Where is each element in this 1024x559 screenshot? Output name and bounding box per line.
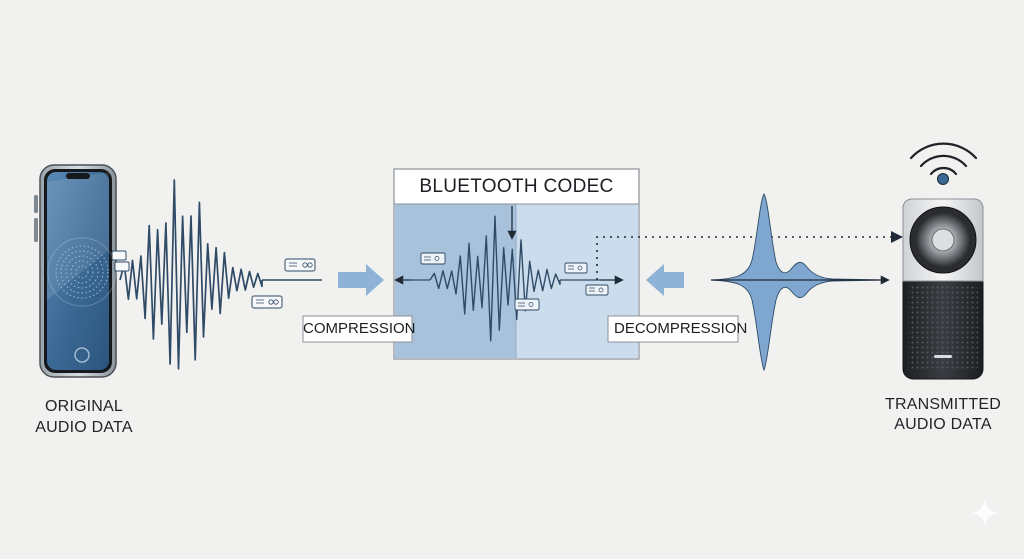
transmitted-waveform xyxy=(710,193,890,372)
compression-label: COMPRESSION xyxy=(303,320,416,337)
speaker-icon xyxy=(902,198,984,380)
wifi-signal-icon xyxy=(909,142,978,176)
data-packet-icon xyxy=(420,252,609,311)
original-audio-label-line1: ORIGINAL xyxy=(44,398,124,415)
decompression-label: DECOMPRESSION xyxy=(614,320,748,337)
codec-waveform xyxy=(429,215,561,342)
transmitted-audio-label-line2: AUDIO DATA xyxy=(894,416,992,433)
input-arrow xyxy=(338,264,384,296)
feedback-arrow xyxy=(646,264,684,296)
codec-title: BLUETOOTH CODEC xyxy=(419,176,614,197)
sparkle-icon xyxy=(972,500,998,526)
transmission-dotted-line xyxy=(596,231,903,280)
fingerprint-icon xyxy=(47,237,117,307)
transmitted-audio-label-line1: TRANSMITTED xyxy=(885,396,1001,413)
original-audio-label-line2: AUDIO DATA xyxy=(35,419,133,436)
data-packet-icon xyxy=(111,250,316,309)
original-waveform xyxy=(119,179,263,370)
smartphone-icon xyxy=(34,164,117,378)
